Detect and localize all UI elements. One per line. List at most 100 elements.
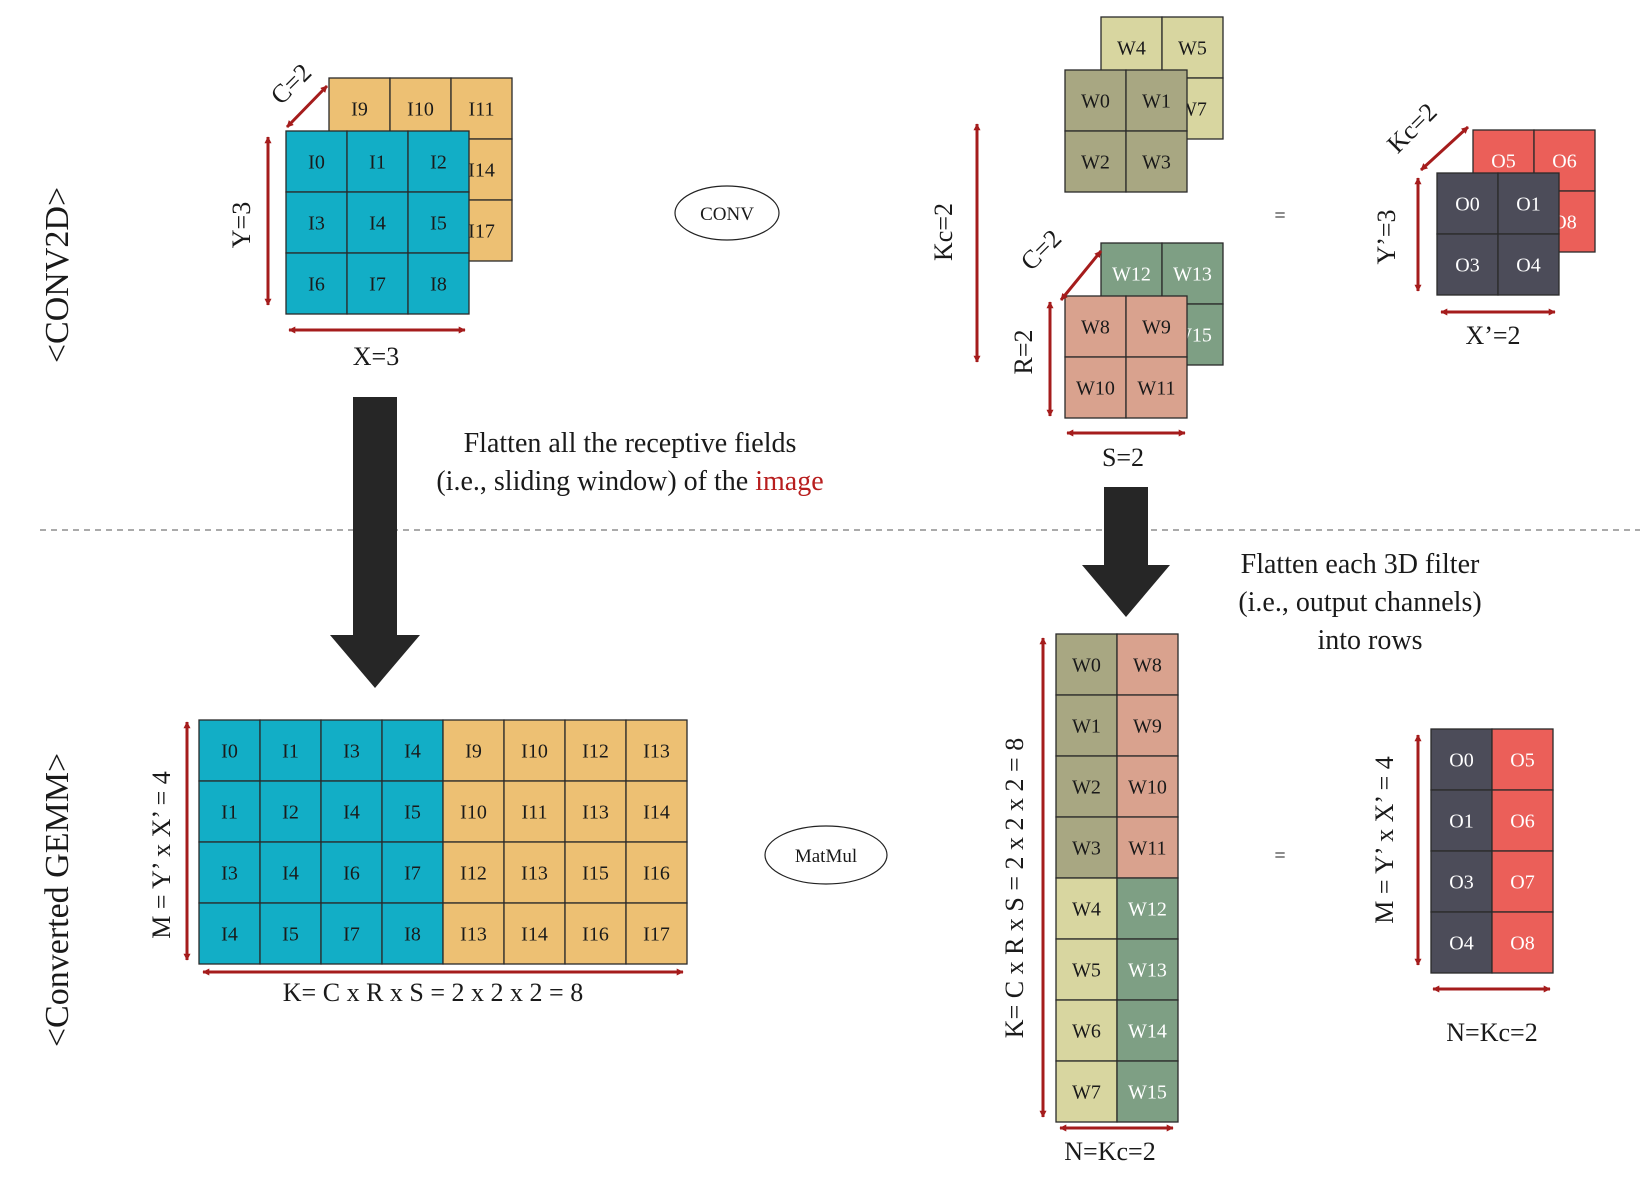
grid-cell — [1064, 295, 1127, 358]
grid-cell — [1430, 728, 1493, 791]
output-x-label: X’=2 — [1465, 321, 1520, 350]
cell-label: I4 — [221, 924, 238, 946]
cell-label: I14 — [468, 160, 495, 182]
cell-label: I0 — [221, 741, 238, 763]
cell-label: I1 — [282, 741, 299, 763]
grid-cell — [450, 77, 513, 140]
grid-cell — [1125, 130, 1188, 193]
cell-label: I3 — [343, 741, 360, 763]
grid-cell — [1055, 694, 1118, 757]
gemm-k-label-mid: K= C x R x S = 2 x 2 x 2 = 8 — [1000, 738, 1029, 1038]
filter-flatten-caption-line1: Flatten each 3D filter — [1241, 549, 1480, 580]
cell-label: O1 — [1516, 194, 1540, 216]
grid-cell — [1125, 69, 1188, 132]
cell-label: O0 — [1449, 750, 1473, 772]
input-c-arrow — [285, 84, 329, 129]
cell-label: I11 — [469, 99, 495, 121]
equals-bottom: = — [1274, 845, 1285, 867]
grid-cell — [320, 902, 383, 965]
grid-cell — [1430, 911, 1493, 974]
grid-cell — [1430, 789, 1493, 852]
cell-label: I16 — [643, 863, 670, 885]
output-kc-label: Kc=2 — [1381, 97, 1443, 159]
cell-label: I4 — [369, 213, 386, 235]
cell-label: O0 — [1455, 194, 1479, 216]
grid-cell — [625, 841, 688, 904]
grid-cell — [1116, 999, 1179, 1062]
cell-label: I3 — [308, 213, 325, 235]
filter-c-label: C=2 — [1015, 224, 1067, 276]
cell-label: I10 — [407, 99, 434, 121]
grid-cell — [346, 252, 409, 315]
cell-label: W10 — [1076, 378, 1115, 400]
cell-label: I4 — [343, 802, 360, 824]
filter-c-arrow — [1059, 250, 1103, 301]
image-flatten-arrow — [330, 397, 420, 688]
cell-label: W13 — [1128, 960, 1167, 982]
cell-label: W2 — [1081, 152, 1110, 174]
cell-label: I5 — [404, 802, 421, 824]
grid-cell — [1125, 295, 1188, 358]
equals-top: = — [1274, 205, 1285, 227]
matmul-operator-ellipse — [764, 825, 888, 885]
grid-cell — [564, 902, 627, 965]
grid-cell — [259, 841, 322, 904]
grid-cell — [320, 719, 383, 782]
cell-label: I14 — [521, 924, 548, 946]
filter-flatten-arrow — [1082, 487, 1170, 617]
grid-cell — [1116, 633, 1179, 696]
gemm-m-label-left: M = Y’ x X’ = 4 — [147, 771, 176, 939]
cell-label: O3 — [1455, 255, 1479, 277]
cell-label: W11 — [1128, 838, 1166, 860]
grid-cell — [1055, 877, 1118, 940]
image-flatten-caption-line1: Flatten all the receptive fields — [464, 428, 797, 459]
cell-label: I13 — [643, 741, 670, 763]
cell-label: W13 — [1173, 264, 1212, 286]
grid-cell — [1161, 16, 1224, 79]
grid-cell — [381, 719, 444, 782]
cell-label: I6 — [308, 274, 325, 296]
grid-cell — [320, 841, 383, 904]
cell-label: W8 — [1081, 317, 1110, 339]
grid-cell — [625, 719, 688, 782]
grid-cell — [442, 841, 505, 904]
cell-label: W5 — [1178, 38, 1207, 60]
cell-label: O5 — [1491, 151, 1515, 173]
cell-label: I8 — [430, 274, 447, 296]
grid-cell — [1055, 1060, 1118, 1123]
cell-label: I1 — [369, 152, 386, 174]
grid-cell — [1430, 850, 1493, 913]
cell-label: I14 — [643, 802, 670, 824]
conv-operator-ellipse — [674, 185, 780, 241]
cell-label: I9 — [465, 741, 482, 763]
cell-label: W10 — [1128, 777, 1167, 799]
cell-label: W8 — [1133, 655, 1162, 677]
grid-cell — [285, 130, 348, 193]
grid-cell — [259, 780, 322, 843]
filter-flatten-caption-line2: (i.e., output channels) — [1238, 587, 1481, 618]
grid-cell — [1491, 728, 1554, 791]
gemm-n-label-right: N=Kc=2 — [1446, 1018, 1537, 1047]
grid-cell — [564, 841, 627, 904]
image-highlight: image — [755, 466, 823, 497]
grid-cell — [1491, 850, 1554, 913]
cell-label: I5 — [430, 213, 447, 235]
grid-cell — [346, 130, 409, 193]
grid-cell — [1497, 233, 1560, 296]
cell-label: O4 — [1449, 933, 1473, 955]
grid-cell — [1116, 694, 1179, 757]
input-x-label: X=3 — [353, 342, 399, 371]
grid-cell — [1491, 789, 1554, 852]
grid-cell — [442, 902, 505, 965]
grid-cell — [407, 252, 470, 315]
cell-label: I3 — [221, 863, 238, 885]
cell-label: I12 — [582, 741, 609, 763]
cell-label: O8 — [1510, 933, 1534, 955]
cell-label: I7 — [404, 863, 421, 885]
cell-label: W12 — [1112, 264, 1151, 286]
